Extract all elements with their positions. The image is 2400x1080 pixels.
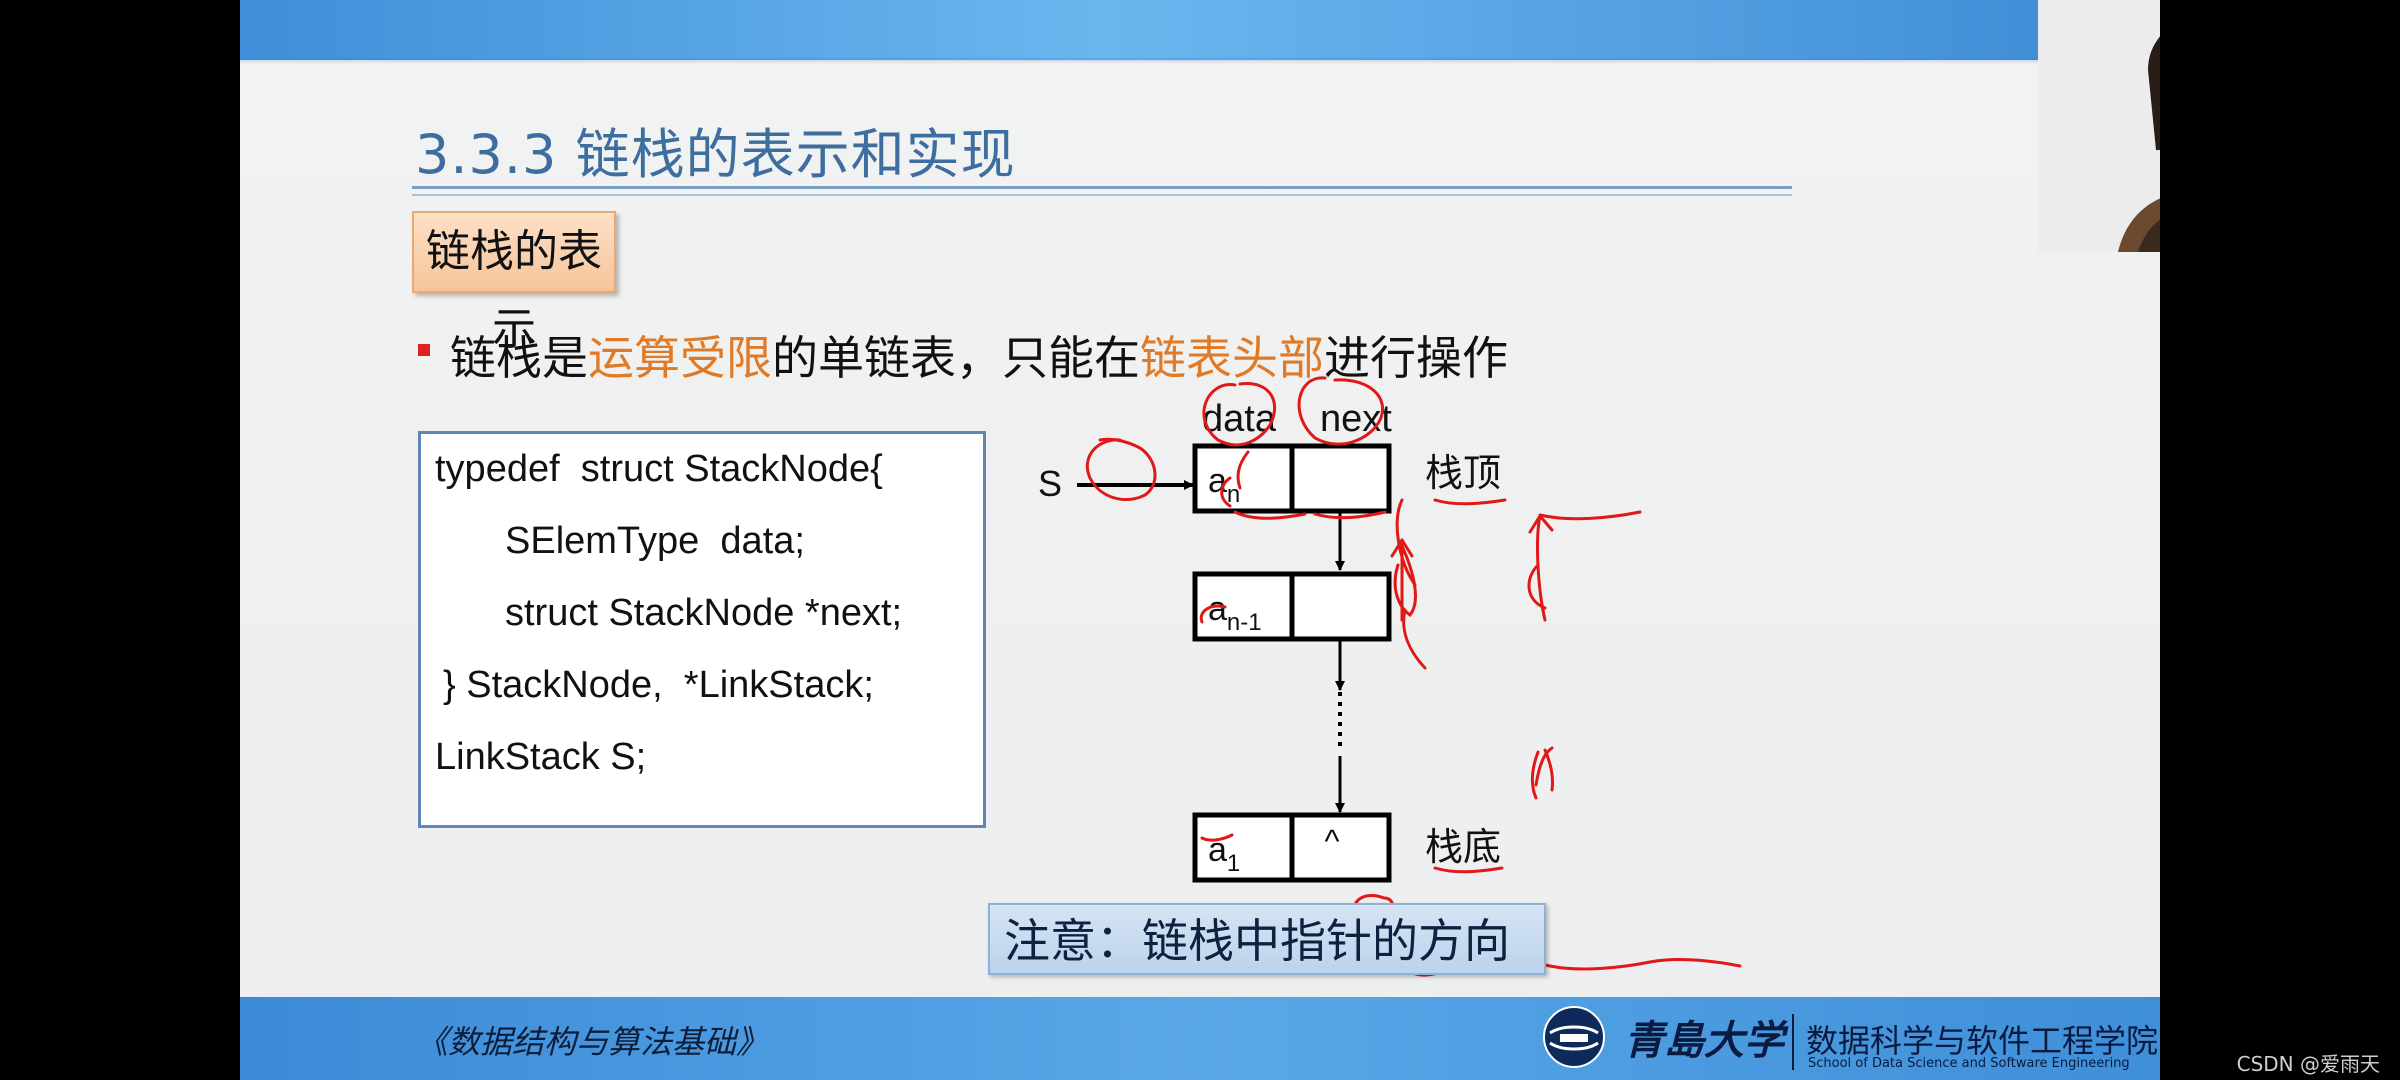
null-pointer-symbol: ^ — [1324, 823, 1339, 859]
top-band — [240, 0, 2160, 64]
bullet-part-1: 链栈是 — [450, 331, 588, 385]
section-tag: 链栈的表示 — [412, 211, 616, 355]
bullet-part-2: 的单链表，只能在 — [772, 331, 1140, 385]
square-bullet-icon — [418, 344, 430, 356]
footer-divider — [1792, 1014, 1794, 1070]
code-line-5: LinkStack S; — [435, 736, 647, 778]
stack-bottom-label: 栈底 — [1425, 825, 1501, 869]
node-second-value: an-1 — [1208, 590, 1262, 636]
lecture-slide: 3.3.3 链栈的表示和实现 链栈的表示 链栈是运算受限的单链表，只能在链表头部… — [240, 0, 2160, 1080]
code-line-1: typedef struct StackNode{ — [435, 448, 883, 490]
stack-top-label: 栈顶 — [1425, 451, 1501, 495]
pointer-label-s: S — [1038, 463, 1062, 504]
school-name-cn: 数据科学与软件工程学院 — [1806, 1022, 2159, 1060]
watermark: CSDN @爱雨天 — [2236, 1052, 2380, 1076]
bullet-part-3: 进行操作 — [1324, 331, 1508, 385]
university-name: 青島大学 — [1624, 1017, 1784, 1064]
bottom-band — [240, 997, 2160, 1080]
title-divider-secondary — [412, 194, 1792, 196]
bullet-highlight-1: 运算受限 — [588, 331, 772, 385]
webcam-video-feed — [2038, 0, 2160, 252]
school-name-en: School of Data Science and Software Engi… — [1808, 1056, 2130, 1071]
university-emblem-icon — [1543, 1006, 1605, 1068]
code-line-4: } StackNode, *LinkStack; — [443, 664, 874, 706]
bullet-highlight-2: 链表头部 — [1140, 331, 1324, 385]
code-box: typedef struct StackNode{ SElemType data… — [418, 431, 986, 828]
slide-title: 3.3.3 链栈的表示和实现 — [415, 123, 1016, 186]
note-box: 注意：链栈中指针的方向 — [988, 903, 1546, 975]
node-second: an-1 — [1192, 571, 1392, 642]
handwritten-annotations — [1085, 376, 1742, 977]
bullet-text: 链栈是运算受限的单链表，只能在链表头部进行操作 — [450, 322, 1508, 388]
link-stack-diagram: data next S an an-1 a1 ^ 栈顶 栈底 — [1038, 376, 1742, 977]
title-divider — [412, 186, 1792, 189]
code-line-2: SElemType data; — [505, 520, 805, 562]
node-bottom: a1 ^ — [1192, 812, 1392, 883]
code-line-3: struct StackNode *next; — [505, 592, 903, 634]
course-title: 《数据结构与算法基础》 — [416, 1023, 769, 1061]
